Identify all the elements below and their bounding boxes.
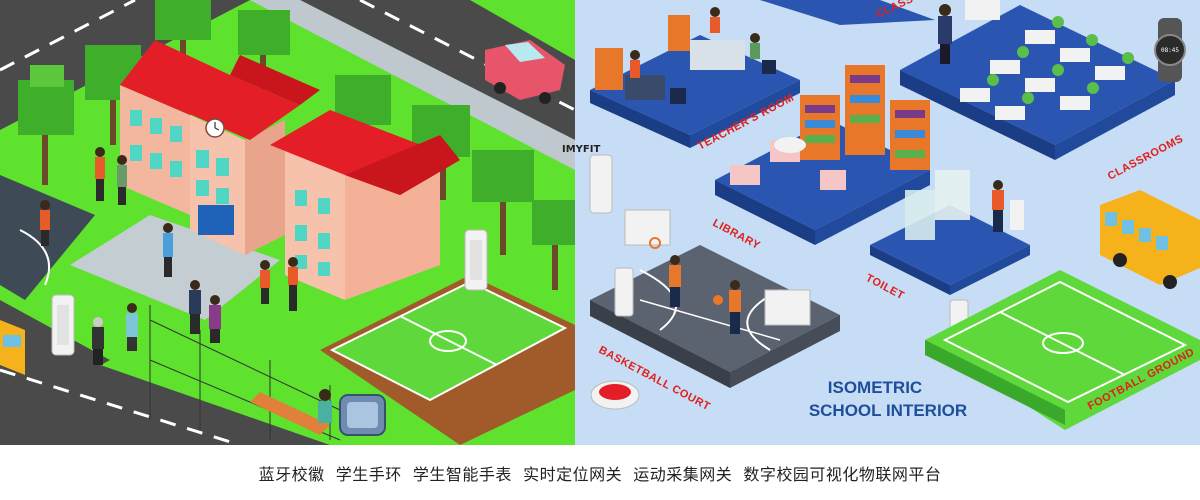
gateway-device-4 [614, 267, 634, 317]
library-room [715, 65, 930, 245]
school-bus-left [0, 320, 25, 375]
football-ground [925, 270, 1200, 430]
caption-bar: 蓝牙校徽 学生手环 学生智能手表 实时定位网关 运动采集网关 数字校园可视化物联… [258, 464, 942, 484]
smartwatch-device: 08:45 [1154, 18, 1186, 82]
classrooms-room [900, 0, 1175, 160]
bluetooth-badge-icon [590, 380, 640, 410]
watch-time: 08:45 [1161, 47, 1179, 54]
teachers-room [590, 7, 800, 148]
brand-logo: IMYFIT [562, 144, 600, 155]
interior-panel: CLASS TEACHER'S ROOM [575, 0, 1200, 445]
left-football-field [320, 275, 575, 445]
red-car [485, 40, 565, 104]
title-line-2: SCHOOL INTERIOR [809, 401, 967, 420]
people [40, 147, 332, 423]
school-door [198, 205, 234, 235]
exterior-panel [0, 0, 576, 445]
gateway-device-2 [51, 294, 75, 356]
smartwatch-icon [339, 394, 386, 436]
roof-center [180, 75, 300, 140]
gateway-device-3 [589, 154, 613, 214]
illustration: CLASS TEACHER'S ROOM [0, 0, 1200, 445]
school-building [120, 40, 460, 300]
title-line-1: ISOMETRIC [828, 378, 922, 397]
basketball-court [590, 209, 840, 388]
toilet-room [870, 170, 1030, 295]
gateway-device-1 [464, 229, 488, 291]
school-bus-right [1100, 190, 1200, 289]
